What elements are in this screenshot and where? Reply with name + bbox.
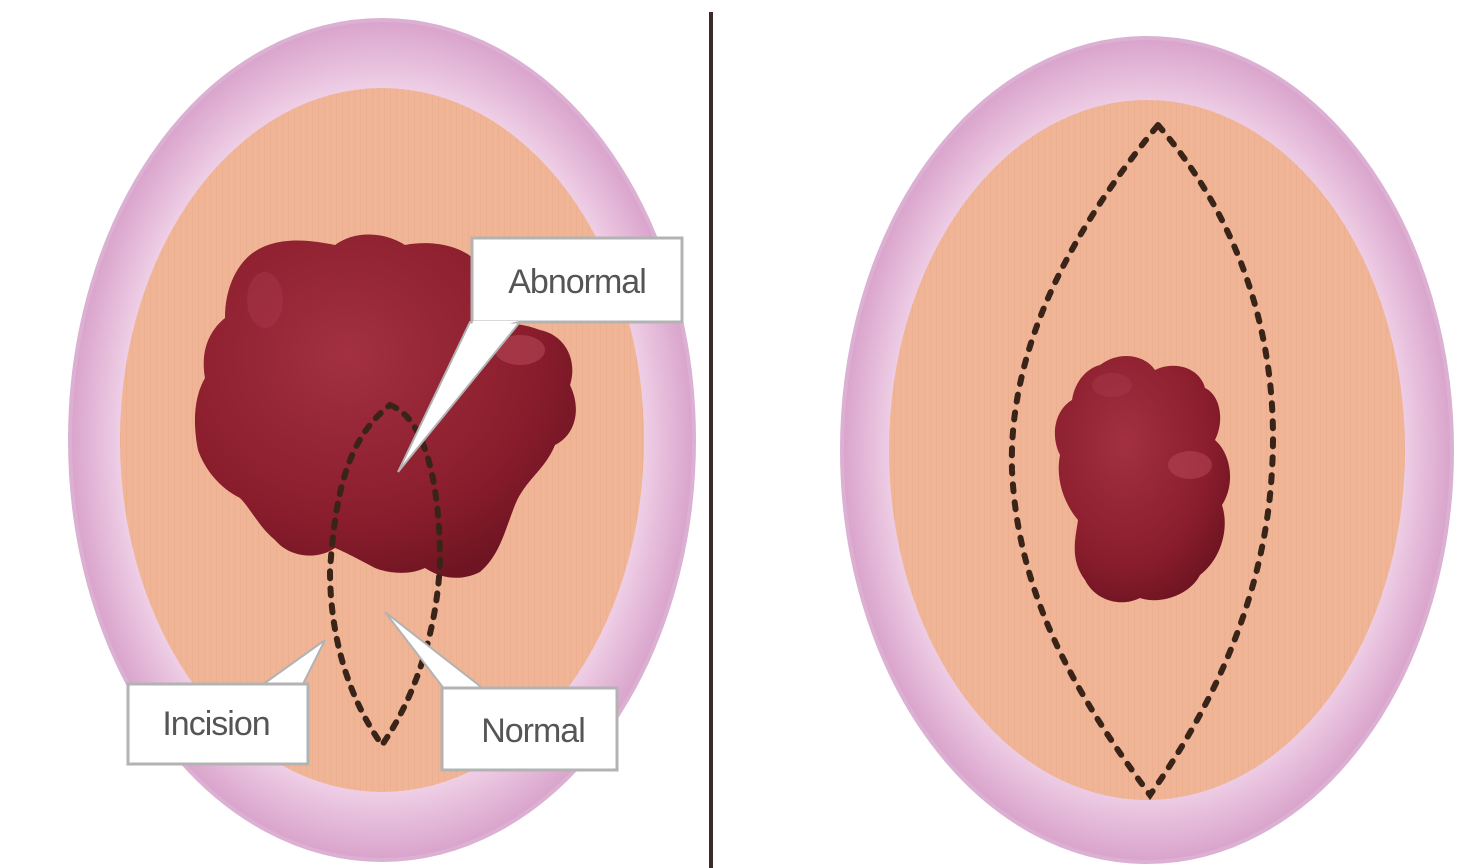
incision-label: Incision — [162, 705, 269, 743]
left-lesion-highlight-2 — [247, 272, 283, 328]
left-panel: Abnormal Incision Normal — [70, 20, 694, 860]
right-lesion — [1055, 356, 1230, 602]
abnormal-label: Abnormal — [508, 263, 646, 301]
normal-label: Normal — [481, 712, 585, 750]
right-panel — [842, 38, 1452, 862]
right-lesion-highlight — [1168, 451, 1212, 479]
right-lesion-highlight-2 — [1092, 373, 1132, 397]
